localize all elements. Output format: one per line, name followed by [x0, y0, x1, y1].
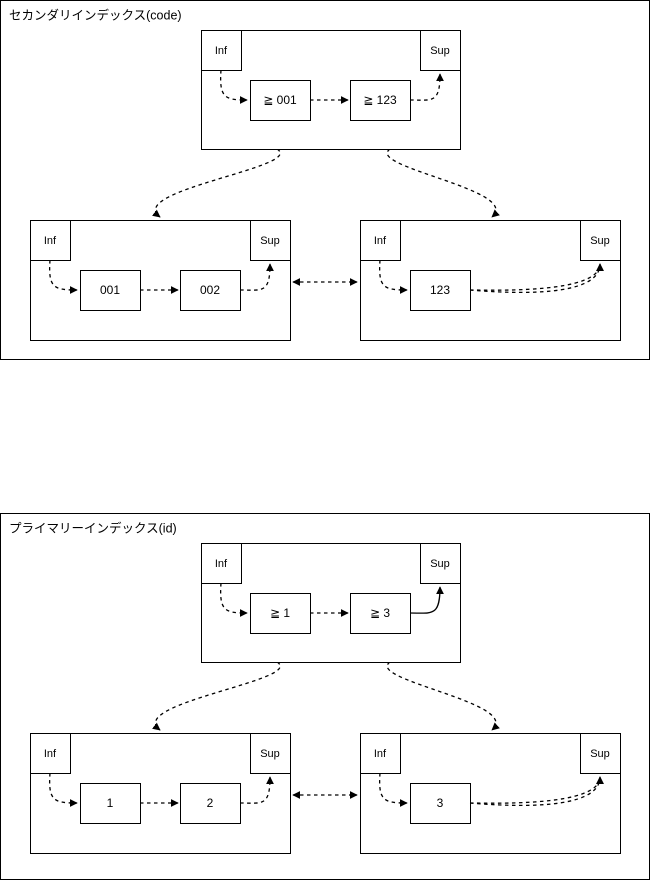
- primary-root-cell-label: ≧ 1: [270, 606, 290, 620]
- secondary-root-cell-box[interactable]: [350, 80, 411, 121]
- group-frame: [0, 513, 650, 880]
- primary-root-cell-label: ≧ 3: [370, 606, 390, 620]
- secondary-root-cell-label: ≧ 123: [363, 93, 397, 107]
- secondary-root-outer-box[interactable]: [201, 30, 461, 150]
- primary-leaf-right-outer-box[interactable]: [360, 733, 621, 854]
- primary-leaf-left-cell-label: 1: [107, 796, 114, 810]
- primary-leaf-right-inf-box[interactable]: [360, 733, 401, 774]
- secondary-leaf-right-inf-box[interactable]: [360, 220, 401, 261]
- secondary-leaf-right-last-to-sup-arrow: [469, 263, 604, 291]
- secondary-leaf-left-cell-box[interactable]: [80, 270, 141, 311]
- secondary-leaf-left-inf-label: Inf: [44, 235, 57, 247]
- primary-leaf-left-inf-to-first-arrow: [48, 772, 78, 807]
- primary-leaf-right-cell-label: 3: [437, 796, 444, 810]
- group-title: プライマリーインデックス(id): [9, 520, 177, 535]
- primary-leaf-right-last-to-sup-arrow: [469, 776, 604, 804]
- secondary-root-cell-box[interactable]: [250, 80, 311, 121]
- secondary-root-cell-label: ≧ 001: [263, 93, 297, 107]
- secondary-leaf-right-sup-box[interactable]: [580, 220, 621, 261]
- secondary-leaf-left-inf-to-first-arrow: [48, 259, 78, 294]
- group-title: セカンダリインデックス(code): [9, 7, 182, 22]
- group-frame: [0, 0, 650, 360]
- secondary-root-last-to-sup-arrow: [409, 73, 444, 101]
- secondary-leaf-right-cell-label: 123: [430, 283, 450, 297]
- secondary-leaf-left-cell-label: 002: [200, 283, 220, 297]
- secondary-leaf-left-last-to-sup-arrow: [239, 263, 274, 291]
- secondary-leaf-left-inf-box[interactable]: [30, 220, 71, 261]
- secondary-leaf-right-sup-label: Sup: [590, 235, 610, 247]
- primary-leaf-left-outer-box[interactable]: [30, 733, 291, 854]
- primary-root-cell-box[interactable]: [350, 593, 411, 634]
- root-to-leaf-arrow: [386, 661, 500, 731]
- primary-root-outer-box[interactable]: [201, 543, 461, 663]
- primary-root-last-to-sup-arrow: [409, 586, 444, 614]
- secondary-leaf-left-cell-label: 001: [100, 283, 120, 297]
- secondary-leaf-right-inf-to-first-arrow: [378, 259, 408, 294]
- primary-root-inf-to-first-arrow: [219, 582, 248, 617]
- secondary-leaf-right-outer-box[interactable]: [360, 220, 621, 341]
- primary-leaf-left-sup-label: Sup: [260, 748, 280, 760]
- secondary-leaf-right-cell-to-sup-arrow: [469, 263, 604, 294]
- secondary-leaf-left-sup-label: Sup: [260, 235, 280, 247]
- root-to-leaf-arrow: [152, 148, 281, 218]
- primary-root-inf-label: Inf: [215, 558, 228, 570]
- primary-root-sup-label: Sup: [430, 558, 450, 570]
- primary-leaf-right-sup-box[interactable]: [580, 733, 621, 774]
- secondary-leaf-left-outer-box[interactable]: [30, 220, 291, 341]
- primary-leaf-left-cell-box[interactable]: [80, 783, 141, 824]
- primary-leaf-right-cell-to-sup-arrow: [469, 776, 604, 807]
- primary-leaf-right-sup-label: Sup: [590, 748, 610, 760]
- root-to-leaf-arrow: [152, 661, 281, 731]
- primary-leaf-left-inf-box[interactable]: [30, 733, 71, 774]
- secondary-root-inf-to-first-arrow: [219, 69, 248, 104]
- primary-root-sup-box[interactable]: [420, 543, 461, 584]
- primary-root-inf-box[interactable]: [201, 543, 242, 584]
- primary-leaf-left-last-to-sup-arrow: [239, 776, 274, 804]
- primary-leaf-right-inf-label: Inf: [374, 748, 387, 760]
- primary-leaf-left-cell-label: 2: [207, 796, 214, 810]
- primary-leaf-left-inf-label: Inf: [44, 748, 57, 760]
- primary-leaf-left-sup-box[interactable]: [250, 733, 291, 774]
- secondary-leaf-left-sup-box[interactable]: [250, 220, 291, 261]
- secondary-root-sup-box[interactable]: [420, 30, 461, 71]
- primary-leaf-right-inf-to-first-arrow: [378, 772, 408, 807]
- secondary-root-inf-label: Inf: [215, 45, 228, 57]
- secondary-leaf-right-inf-label: Inf: [374, 235, 387, 247]
- root-to-leaf-arrow: [386, 148, 500, 218]
- secondary-root-sup-label: Sup: [430, 45, 450, 57]
